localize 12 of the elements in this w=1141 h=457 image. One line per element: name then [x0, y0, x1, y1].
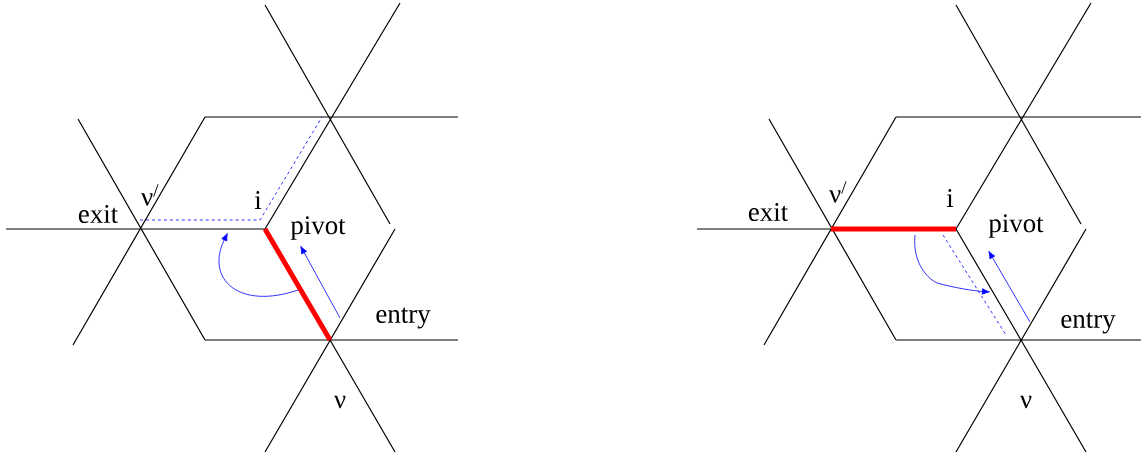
vertex-label: ν$^{/}$ — [829, 181, 847, 203]
vertex-label: entry — [1061, 312, 1116, 334]
vertex-label: exit — [78, 204, 119, 224]
vertex-label: ν — [1020, 395, 1032, 409]
vertex-label: i — [254, 191, 262, 209]
vertex-label: pivot — [290, 216, 346, 240]
vertex-label: i — [946, 189, 954, 207]
vertex-label: ν$^{/}$ — [141, 184, 159, 206]
vertex-label: entry — [376, 307, 431, 329]
vertex-label: ν — [334, 395, 346, 409]
vertex-label: pivot — [988, 214, 1044, 238]
vertex-label: exit — [748, 202, 788, 222]
